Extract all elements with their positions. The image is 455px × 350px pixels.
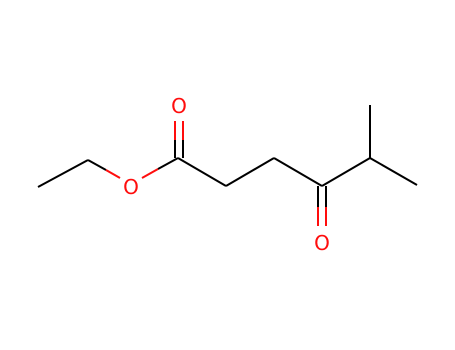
bond-o-carbonyl-red <box>141 168 159 179</box>
atom-ester-oxygen: O <box>123 175 139 199</box>
bond-c3-c4 <box>273 157 323 187</box>
bond-c2-c3 <box>225 157 275 187</box>
bond-ch2-o-black <box>87 159 107 171</box>
bond-ch3-ch2 <box>37 159 89 188</box>
bond-c5-methyl-right <box>369 157 418 186</box>
carbon-chain <box>177 105 418 187</box>
bond-o-carbonyl-black <box>157 157 179 170</box>
ester-carbonyl-double-bond <box>174 121 184 158</box>
atom-carbonyl-oxygen-ketone: O <box>314 231 330 255</box>
atom-carbonyl-oxygen-ester: O <box>171 94 187 118</box>
bond-ch2-o-red <box>105 169 121 179</box>
ketone-double-bond <box>317 186 327 226</box>
ester-linkage <box>141 157 179 179</box>
ethyl-group <box>37 159 121 188</box>
bond-c4-c5 <box>321 157 371 187</box>
bond-c1-c2 <box>177 157 227 187</box>
